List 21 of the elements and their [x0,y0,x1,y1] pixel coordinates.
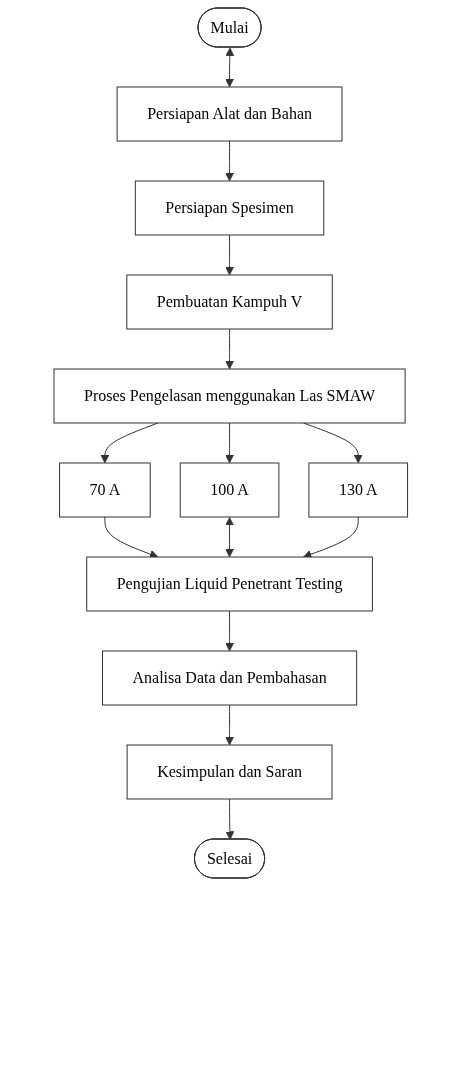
arrow [225,47,235,88]
node-box: Persiapan Alat dan Bahan [116,86,343,142]
arrow [225,422,235,464]
arrow [225,704,235,746]
arrow [303,516,359,559]
node-box: Pengujian Liquid Penetrant Testing [86,556,374,612]
node-box: Persiapan Spesimen [135,180,325,236]
node-box: Pembuatan Kampuh V [126,274,333,330]
arrow [225,517,235,558]
arrow [225,328,235,370]
arrow [225,798,235,840]
node-box: Kesimpulan dan Saran [126,744,333,800]
node-box: Proses Pengelasan menggunakan Las SMAW [53,368,406,424]
arrow [225,610,235,652]
node-box: 100 A [179,462,280,518]
arrow [225,140,235,182]
node-box: 70 A [59,462,151,518]
node-box: Analisa Data dan Pembahasan [102,650,358,706]
arrow [225,234,235,276]
arrow [104,516,159,559]
node-box: 130 A [308,462,409,518]
